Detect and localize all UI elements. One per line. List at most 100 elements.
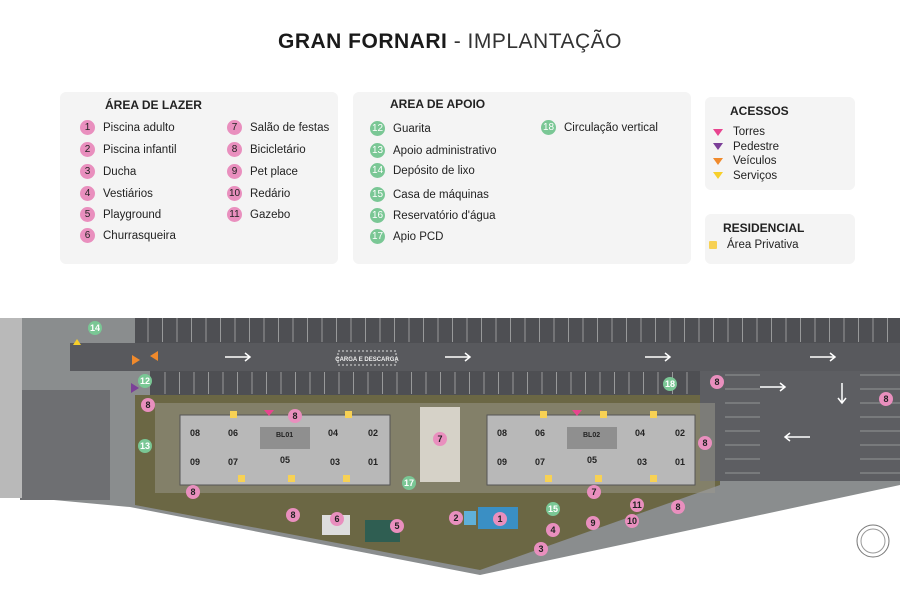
map-marker-8[interactable]: 8 — [288, 409, 302, 423]
area-privativa-square — [545, 475, 552, 482]
legend-residencial-title: RESIDENCIAL — [723, 221, 805, 235]
map-marker-18[interactable]: 18 — [663, 377, 677, 391]
block-label: BL01 — [276, 432, 294, 439]
block-1-building — [179, 414, 391, 486]
map-marker-1[interactable]: 1 — [493, 512, 507, 526]
area-privativa-square — [343, 475, 350, 482]
apartment-unit-label: 03 — [330, 457, 341, 467]
number-badge: 11 — [227, 207, 242, 222]
compass-ring — [860, 528, 886, 554]
number-badge: 9 — [227, 164, 242, 179]
legend-label: Reservatório d'água — [393, 209, 496, 222]
apartment-unit-label: 07 — [535, 457, 546, 467]
legend-label: Pedestre — [733, 140, 780, 153]
legend-item: 15 Casa de máquinas — [370, 187, 489, 202]
square-icon — [709, 241, 717, 249]
legend-item: Pedestre — [713, 141, 779, 153]
legend-label: Depósito de lixo — [393, 164, 475, 177]
title-sub: - IMPLANTAÇÃO — [453, 30, 622, 53]
triangle-icon — [713, 128, 723, 136]
map-marker-9[interactable]: 9 — [586, 516, 600, 530]
legend-item: 14 Depósito de lixo — [370, 163, 475, 178]
apartment-unit-label: 01 — [675, 457, 686, 467]
map-marker-10[interactable]: 10 — [625, 514, 639, 528]
legend-item: 11 Gazebo — [227, 207, 290, 222]
vehicle-access-2 — [150, 351, 158, 361]
map-marker-8[interactable]: 8 — [286, 508, 300, 522]
legend-item: Veículos — [713, 155, 776, 167]
legend-item: 18 Circulação vertical — [541, 120, 658, 135]
number-badge: 12 — [370, 121, 385, 136]
legend-residencial: RESIDENCIAL Área Privativa — [705, 214, 855, 264]
pedestrian-access — [131, 383, 139, 393]
legend-label: Gazebo — [250, 208, 291, 221]
map-marker-12[interactable]: 12 — [138, 374, 152, 388]
legend-item-area-privativa: Área Privativa — [709, 239, 799, 251]
apartment-unit-label: 09 — [497, 457, 508, 467]
apartment-unit-label: 02 — [368, 428, 379, 438]
vehicle-access-1 — [132, 355, 140, 365]
legend-label: Piscina adulto — [103, 121, 175, 134]
legend-label: Circulação vertical — [564, 121, 658, 134]
apartment-unit-label: 04 — [635, 428, 646, 438]
map-marker-3[interactable]: 3 — [534, 542, 548, 556]
number-badge: 2 — [80, 142, 95, 157]
area-privativa-square — [230, 411, 237, 418]
map-marker-8[interactable]: 8 — [671, 500, 685, 514]
map-marker-6[interactable]: 6 — [330, 512, 344, 526]
number-badge: 1 — [80, 120, 95, 135]
map-marker-7[interactable]: 7 — [587, 485, 601, 499]
torre-access-2 — [572, 410, 582, 416]
site-plan-drawing: CARGA E DESCARGA — [0, 318, 900, 575]
area-privativa-square — [288, 475, 295, 482]
torre-access-1 — [264, 410, 274, 416]
map-marker-5[interactable]: 5 — [390, 519, 404, 533]
parking-bottom — [150, 371, 700, 395]
legend-label: Apoio administrativo — [393, 144, 497, 157]
number-badge: 10 — [227, 186, 242, 201]
apartment-unit-label: 09 — [190, 457, 201, 467]
map-marker-8[interactable]: 8 — [698, 436, 712, 450]
legend-item: Serviços — [713, 170, 777, 182]
legend-label: Casa de máquinas — [393, 188, 489, 201]
apartment-unit-label: 06 — [228, 428, 239, 438]
legend-item: 16 Reservatório d'água — [370, 208, 496, 223]
map-marker-8[interactable]: 8 — [710, 375, 724, 389]
apartment-unit-label: 04 — [328, 428, 339, 438]
map-marker-7[interactable]: 7 — [433, 432, 447, 446]
number-badge: 14 — [370, 163, 385, 178]
map-marker-8[interactable]: 8 — [879, 392, 893, 406]
map-marker-8[interactable]: 8 — [186, 485, 200, 499]
legend-label: Churrasqueira — [103, 229, 176, 242]
number-badge: 3 — [80, 164, 95, 179]
map-marker-11[interactable]: 11 — [630, 498, 644, 512]
area-privativa-square — [650, 475, 657, 482]
number-badge: 4 — [80, 186, 95, 201]
number-badge: 15 — [370, 187, 385, 202]
map-marker-2[interactable]: 2 — [449, 511, 463, 525]
map-marker-13[interactable]: 13 — [138, 439, 152, 453]
loading-zone — [337, 350, 397, 366]
number-badge: 7 — [227, 120, 242, 135]
block-label: BL02 — [583, 432, 601, 439]
map-marker-15[interactable]: 15 — [546, 502, 560, 516]
legend-acessos-title: ACESSOS — [730, 104, 789, 118]
apartment-unit-label: 08 — [190, 428, 201, 438]
map-marker-17[interactable]: 17 — [402, 476, 416, 490]
map-marker-4[interactable]: 4 — [546, 523, 560, 537]
number-badge: 13 — [370, 143, 385, 158]
map-marker-14[interactable]: 14 — [88, 321, 102, 335]
legend-item: 1 Piscina adulto — [80, 120, 175, 135]
legend-lazer-title: ÁREA DE LAZER — [105, 98, 202, 112]
number-badge: 18 — [541, 120, 556, 135]
number-badge: 16 — [370, 208, 385, 223]
map-marker-8[interactable]: 8 — [141, 398, 155, 412]
